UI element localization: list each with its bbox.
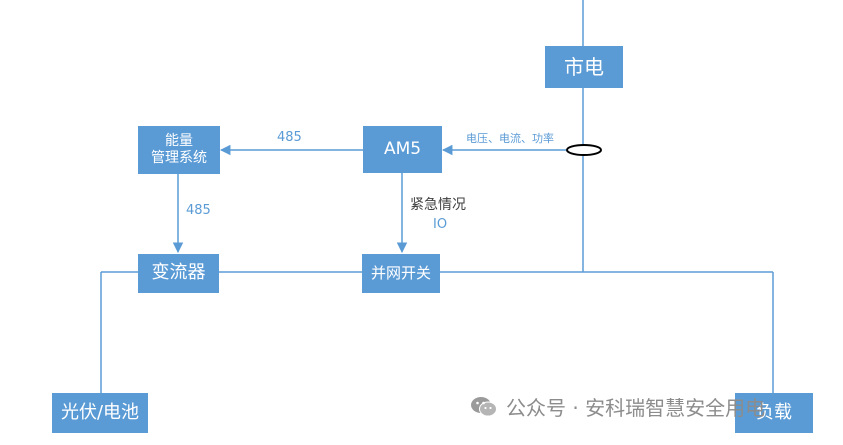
ems-label-line2: 管理系统 xyxy=(151,150,207,166)
wechat-icon xyxy=(471,396,497,416)
edge-label-emergency: 紧急情况 xyxy=(410,197,466,213)
grid-box: 市电 xyxy=(545,46,623,88)
load-box: 负载 xyxy=(735,393,813,433)
am5-label: AM5 xyxy=(383,138,422,159)
current-transformer-icon xyxy=(566,144,602,156)
grid-switch-box: 并网开关 xyxy=(362,254,440,293)
inverter-box: 变流器 xyxy=(138,254,219,293)
ems-box: 能量 管理系统 xyxy=(138,126,220,174)
watermark-text: 公众号 · 安科瑞智慧安全用电 xyxy=(506,396,766,420)
grid-label: 市电 xyxy=(564,54,604,79)
edge-label-measurement: 电压、电流、功率 xyxy=(466,132,554,145)
pv-battery-box: 光伏/电池 xyxy=(52,393,148,433)
inverter-label: 变流器 xyxy=(151,262,206,284)
grid-switch-label: 并网开关 xyxy=(370,264,431,283)
edge-label-io: IO xyxy=(433,217,448,232)
watermark: 公众号 · 安科瑞智慧安全用电 xyxy=(470,392,765,421)
pv-battery-label: 光伏/电池 xyxy=(60,401,140,423)
edge-label-ems-am5: 485 xyxy=(277,130,302,145)
am5-box: AM5 xyxy=(363,126,442,173)
ems-label-line1: 能量 xyxy=(165,132,193,149)
edge-label-ems-inverter: 485 xyxy=(186,203,211,218)
load-label: 负载 xyxy=(756,401,792,423)
